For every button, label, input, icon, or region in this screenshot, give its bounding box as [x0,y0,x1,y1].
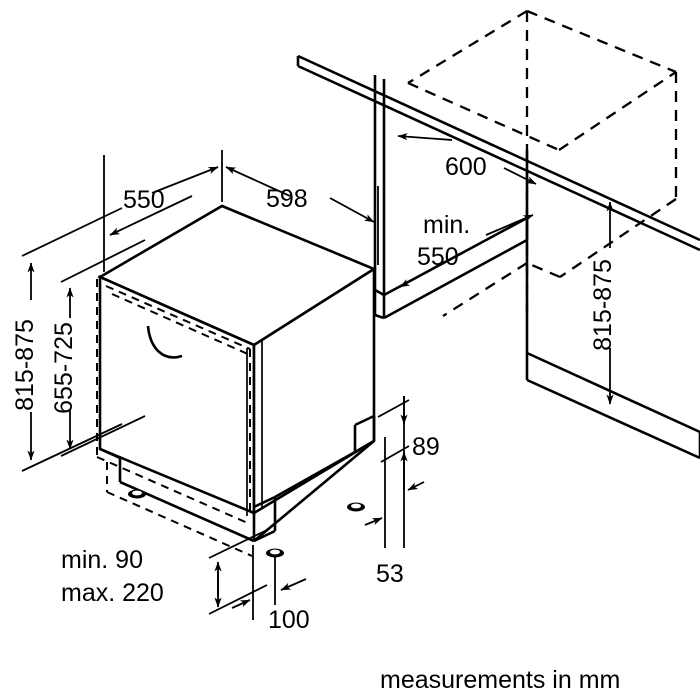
adjustable-feet [128,489,365,558]
cabinet-right-panel [525,150,700,460]
worktop-slab [296,54,700,252]
label-min-550-value: 550 [417,243,459,271]
label-53: 53 [376,560,404,588]
label-100: 100 [268,606,310,634]
label-max-220: max. 220 [61,579,164,607]
label-89: 89 [412,433,440,461]
door-edge-lines [246,341,263,516]
dishwasher-body-group [96,204,377,558]
label-655-725: 655-725 [50,322,78,414]
dim-min90-max220 [208,529,268,615]
dim-598-width [225,166,379,265]
label-550-depth: 550 [123,186,165,214]
label-measurements-units: measurements in mm [380,666,620,694]
dim-655-725-inner [60,239,146,457]
door-recess-dashed [105,285,251,516]
label-min-prefix: min. [423,211,470,239]
dim-min-550-niche-depth [399,214,534,288]
label-815-875-right: 815-875 [589,259,617,351]
door-handle-icon [146,325,183,359]
label-815-875-left: 815-875 [11,319,39,411]
label-598-width: 598 [266,185,308,213]
dim-600-niche-width [397,133,537,185]
label-min-90: min. 90 [61,546,143,574]
dim-100 [231,545,307,620]
rear-dashed-edges [96,279,253,557]
dim-550-depth [103,150,223,272]
dim-53 [364,437,425,548]
cabinet-divider-panel [373,75,386,297]
base-bottom-edge [253,440,375,542]
label-600-niche-width: 600 [445,153,487,181]
